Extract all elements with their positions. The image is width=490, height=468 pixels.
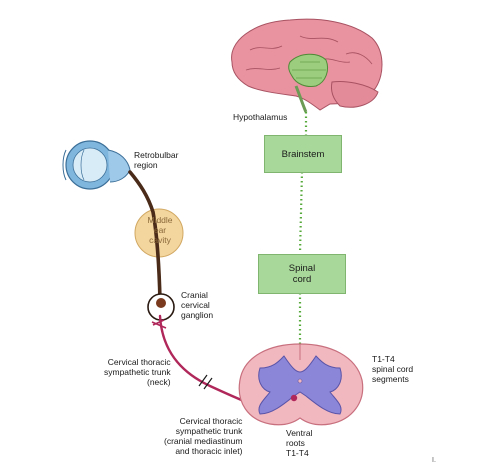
spinal-segments-label: T1-T4 spinal cord segments — [372, 354, 414, 384]
eye-illustration — [62, 140, 131, 190]
fiber-synapse-mark — [151, 319, 167, 329]
retrobulbar-label: Retrobulbar region — [134, 150, 179, 170]
ventral-roots-label: Ventral roots T1-T4 — [286, 428, 313, 458]
spinal-cord-cross-section — [238, 343, 364, 426]
brain-illustration — [231, 18, 383, 113]
trunk-inlet-label: Cervical thoracic sympathetic trunk (cra… — [164, 416, 243, 456]
hypothalamus-label: Hypothalamus — [233, 112, 288, 122]
trunk-cut-mark — [198, 374, 213, 390]
central-pathway — [298, 112, 308, 345]
postganglionic-fiber — [128, 170, 162, 302]
hypothalamus-region — [288, 53, 329, 87]
trunk-neck-label: Cervical thoracic sympathetic trunk (nec… — [104, 357, 171, 387]
brainstem-box: Brainstem — [264, 135, 342, 173]
gray-matter — [258, 355, 342, 415]
corner-mark: I. — [432, 457, 436, 464]
middle-ear-label: Middle ear cavity — [147, 215, 173, 245]
cranial-ganglion-label: Cranial cervical ganglion — [181, 290, 214, 320]
spinal-cord-box: Spinal cord — [258, 254, 346, 294]
